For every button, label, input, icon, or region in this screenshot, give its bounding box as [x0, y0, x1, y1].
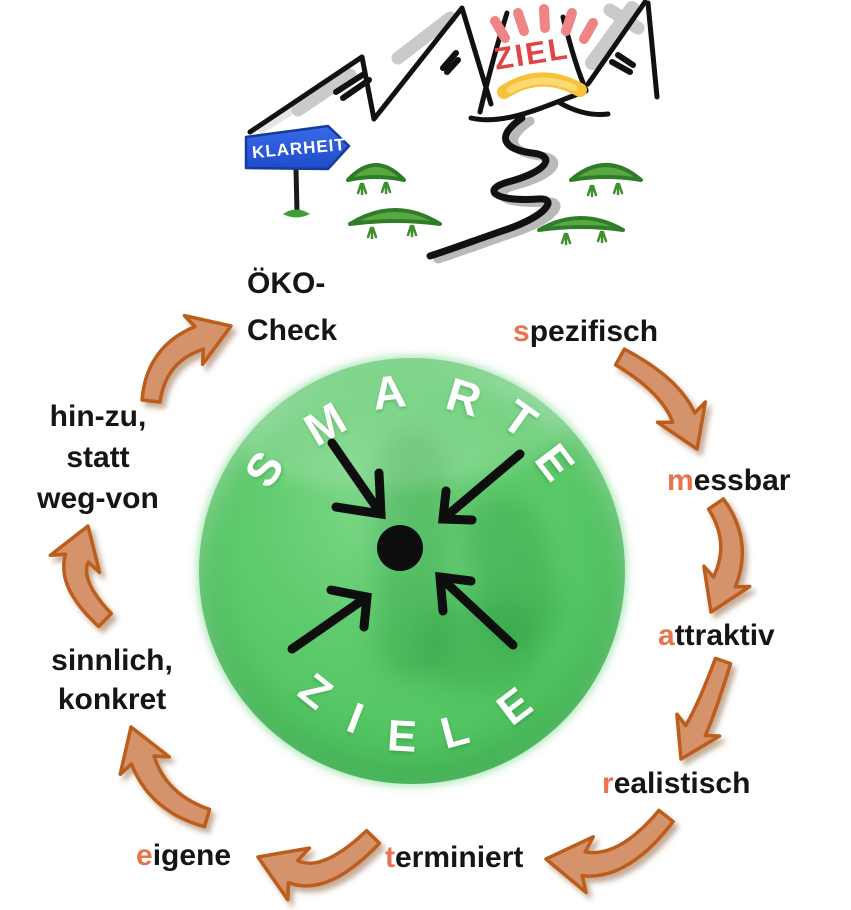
cycle-arrow	[48, 524, 114, 629]
cycle-arrow	[544, 808, 675, 895]
label-eigene: eigene	[136, 839, 232, 872]
mountain-shadow-streaks	[257, 1, 645, 133]
bushes	[346, 163, 643, 246]
grass-tuft	[366, 226, 378, 240]
circle-gloss-highlight	[239, 358, 579, 502]
cycle-arrow	[613, 347, 708, 451]
mountain-outline	[247, 0, 660, 135]
grass-tuft	[560, 232, 572, 246]
rock-scribbles	[333, 50, 636, 101]
grass-tuft	[380, 181, 392, 195]
cycle-arrow	[702, 497, 752, 614]
label-messbar: messbar	[667, 464, 791, 497]
mountain-trail	[426, 114, 561, 264]
grass-tuft	[586, 184, 598, 198]
grass-tuft	[596, 230, 608, 244]
label-spezifisch: spezifisch	[513, 315, 659, 348]
label-terminiert: terminiert	[385, 841, 524, 874]
label-hin-zu-statt-weg-von: hin-zu, statt weg-von	[37, 400, 159, 515]
grass-tuft	[406, 224, 418, 238]
cycle-arrow	[256, 828, 382, 902]
cycle-arrow	[675, 656, 733, 761]
grass-tuft	[612, 182, 624, 196]
label-sinnlich-konkret: sinnlich, konkret	[51, 644, 173, 716]
mountain-scene-illustration	[244, 0, 660, 264]
label-attraktiv: attraktiv	[658, 619, 775, 652]
cycle-arrow	[118, 725, 212, 829]
smart-goals-circle	[199, 358, 625, 784]
klarheit-sign-label: KLARHEIT	[251, 134, 347, 163]
ziel-summit-label: ZIEL	[491, 30, 572, 77]
cycle-arrow	[140, 313, 233, 404]
label-oeko-check: ÖKO- Check	[247, 267, 338, 347]
sun-icon	[497, 72, 587, 99]
grass-tuft	[356, 182, 368, 196]
circle-shade-blob	[420, 600, 540, 690]
label-realistisch: realistisch	[602, 767, 751, 800]
grass-tuft	[283, 209, 310, 218]
